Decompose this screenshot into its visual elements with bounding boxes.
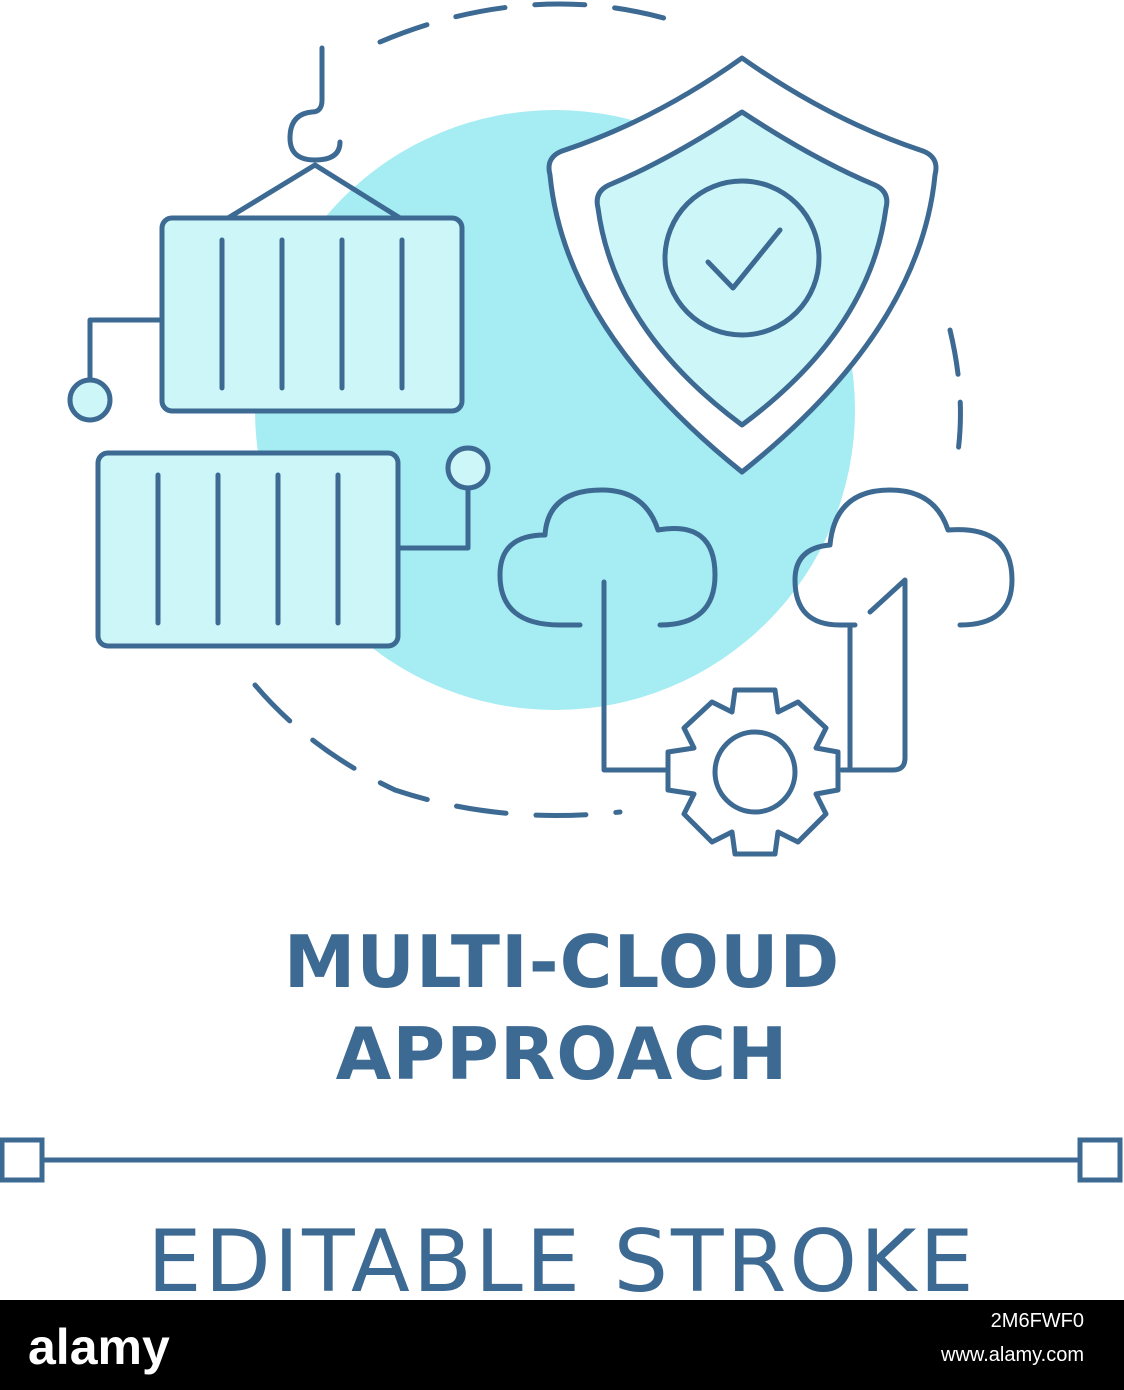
crane-hook-icon xyxy=(225,45,403,221)
cloud-upload-icon xyxy=(792,487,1015,773)
shield-check-icon xyxy=(546,55,939,475)
editable-stroke-caption: EDITABLE STROKE xyxy=(147,1212,977,1312)
shipping-container-icon xyxy=(95,445,491,649)
title-line-2: APPROACH xyxy=(335,1012,789,1096)
illustration xyxy=(0,1,1123,1183)
dashed-orbit xyxy=(252,1,963,818)
brand-logo: alamy xyxy=(28,1319,170,1375)
cloud-upload-icon xyxy=(497,487,718,773)
image-code: 2M6FWF0 xyxy=(990,1310,1084,1332)
title-line-1: MULTI-CLOUD xyxy=(283,920,841,1004)
site-url: www.alamy.com xyxy=(941,1344,1084,1366)
watermark-footer: alamy 2M6FWF0 www.alamy.com xyxy=(0,1300,1124,1390)
gear-icon xyxy=(665,687,841,857)
shipping-container-icon xyxy=(67,215,465,423)
editable-stroke-line xyxy=(0,1137,1123,1183)
